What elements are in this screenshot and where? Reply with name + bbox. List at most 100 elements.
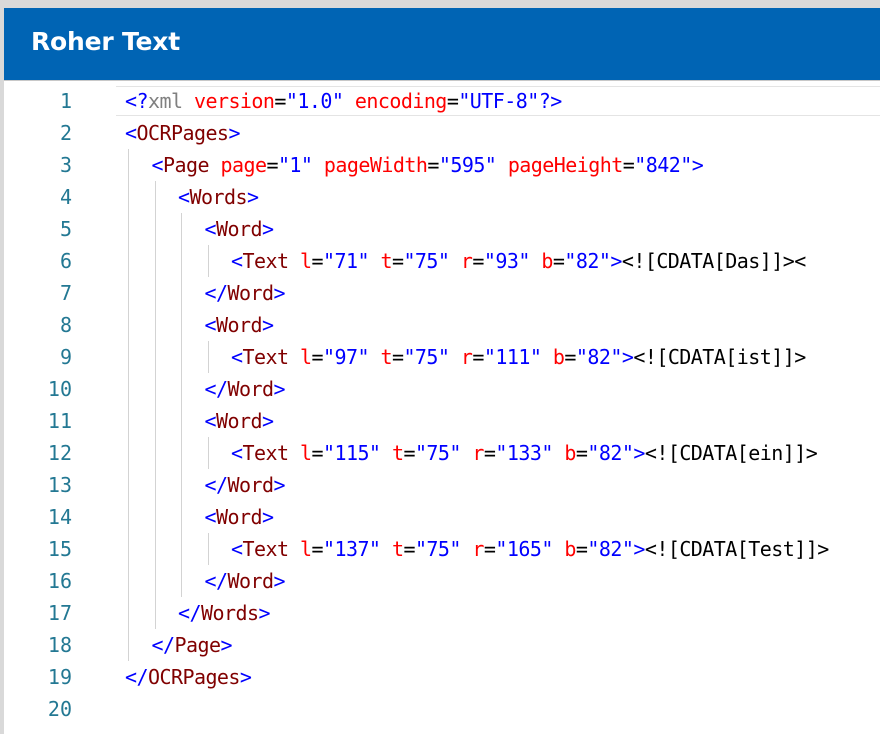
code-line[interactable]: </Word>: [204, 565, 286, 597]
xml-token-text: <![CDATA[Test]]>: [644, 537, 829, 561]
code-line[interactable]: </Word>: [205, 373, 286, 405]
xml-token-delim: <: [125, 121, 137, 145]
xml-token-delim: >: [273, 377, 285, 401]
code-line[interactable]: </Words>: [178, 597, 270, 629]
xml-token-attr: t: [391, 537, 404, 561]
xml-token-delim: </: [204, 569, 229, 593]
xml-token-delim: <: [178, 185, 190, 209]
line-number: 19: [47, 665, 72, 689]
xml-token-delim: >: [261, 313, 274, 337]
xml-token-delim: >: [220, 633, 232, 657]
xml-token-val: "1": [277, 153, 313, 177]
line-number: 17: [47, 601, 72, 625]
indent-guide: [207, 437, 209, 469]
xml-token-text: [530, 249, 542, 273]
xml-token-text: [541, 345, 553, 369]
xml-token-delim: </: [204, 473, 229, 497]
xml-token-text: [312, 153, 324, 177]
xml-token-eq: =: [311, 537, 323, 561]
xml-token-tag: OCRPages: [147, 665, 240, 689]
xml-token-delim: >: [691, 153, 704, 177]
xml-token-text: <![CDATA[ist]]>: [633, 345, 806, 369]
code-line[interactable]: </OCRPages>: [125, 661, 252, 693]
xml-token-val: "75": [414, 441, 462, 465]
xml-token-eq: =: [311, 345, 323, 369]
xml-token-val: "842": [634, 153, 692, 177]
code-line[interactable]: <Text l="71" t="75" r="93" b="82"><![CDA…: [231, 245, 806, 277]
xml-token-val: "UTF-8": [458, 89, 539, 113]
code-line[interactable]: <Text l="115" t="75" r="133" b="82"><![C…: [231, 437, 818, 469]
xml-token-attr: pageHeight: [507, 153, 623, 177]
xml-token-attr: l: [299, 441, 312, 465]
xml-token-text: [288, 249, 300, 273]
xml-token-text: [461, 441, 473, 465]
xml-token-delim: >: [261, 217, 274, 241]
xml-token-tag: Word: [227, 473, 274, 497]
line-number: 2: [59, 121, 72, 145]
code-line[interactable]: <Word>: [205, 309, 274, 341]
xml-token-delim: <: [231, 441, 243, 465]
code-line[interactable]: <Page page="1" pageWidth="595" pageHeigh…: [152, 149, 704, 181]
xml-token-pi: xml: [147, 89, 183, 113]
xml-token-eq: =: [266, 153, 278, 177]
xml-token-delim: >: [610, 249, 622, 273]
xml-token-val: "1.0": [285, 89, 344, 113]
code-line[interactable]: </Word>: [204, 469, 286, 501]
xml-token-eq: =: [311, 441, 323, 465]
xml-token-val: "165": [495, 537, 553, 561]
xml-token-val: "97": [322, 345, 370, 369]
line-number: 6: [59, 249, 72, 273]
line-number: 13: [47, 473, 72, 497]
xml-token-delim: >: [261, 505, 274, 529]
xml-token-tag: Text: [242, 537, 290, 561]
xml-token-attr: version: [193, 89, 275, 113]
xml-token-eq: =: [564, 345, 576, 369]
code-line[interactable]: <Text l="97" t="75" r="111" b="82"><![CD…: [231, 341, 806, 373]
code-line[interactable]: <?xml version="1.0" encoding="UTF-8"?>: [125, 85, 562, 117]
xml-token-val: "133": [495, 441, 553, 465]
code-line[interactable]: <Word>: [205, 405, 274, 437]
xml-token-text: [380, 537, 392, 561]
xml-token-eq: =: [274, 89, 286, 113]
xml-token-attr: l: [299, 249, 312, 273]
xml-token-delim: >: [633, 537, 645, 561]
xml-token-val: "111": [483, 345, 542, 369]
xml-token-eq: =: [483, 441, 496, 465]
xml-token-text: [496, 153, 508, 177]
line-number: 10: [47, 377, 72, 401]
xml-token-eq: =: [391, 249, 404, 273]
xml-token-attr: t: [380, 249, 392, 273]
xml-token-text: [380, 441, 392, 465]
xml-token-tag: Word: [216, 217, 263, 241]
xml-token-delim: <: [151, 153, 164, 177]
code-line[interactable]: <OCRPages>: [125, 117, 240, 149]
xml-token-tag: Text: [242, 345, 290, 369]
code-line[interactable]: <Text l="137" t="75" r="165" b="82"><![C…: [231, 533, 829, 565]
xml-token-text: [553, 537, 565, 561]
line-number: 8: [59, 313, 72, 337]
xml-token-attr: b: [552, 345, 565, 369]
xml-token-attr: r: [460, 249, 473, 273]
xml-token-eq: =: [427, 153, 439, 177]
xml-token-delim: </: [178, 601, 202, 625]
xml-token-eq: =: [391, 345, 404, 369]
code-line[interactable]: <Word>: [205, 501, 274, 533]
xml-token-text: [449, 249, 461, 273]
xml-token-eq: =: [575, 537, 588, 561]
current-line-highlight: [116, 86, 880, 116]
line-number: 11: [47, 409, 72, 433]
code-line[interactable]: </Word>: [205, 277, 286, 309]
line-number: 1: [59, 89, 72, 113]
line-number: 9: [59, 345, 72, 369]
xml-token-tag: OCRPages: [136, 121, 229, 145]
code-line[interactable]: <Words>: [178, 181, 259, 213]
xml-token-eq: =: [472, 345, 484, 369]
xml-token-val: "82": [587, 441, 634, 465]
xml-token-attr: encoding: [354, 89, 447, 113]
xml-token-tag: Page: [163, 153, 210, 177]
code-line[interactable]: <Word>: [205, 213, 274, 245]
code-line[interactable]: </Page>: [152, 629, 233, 661]
xml-token-attr: r: [472, 537, 484, 561]
